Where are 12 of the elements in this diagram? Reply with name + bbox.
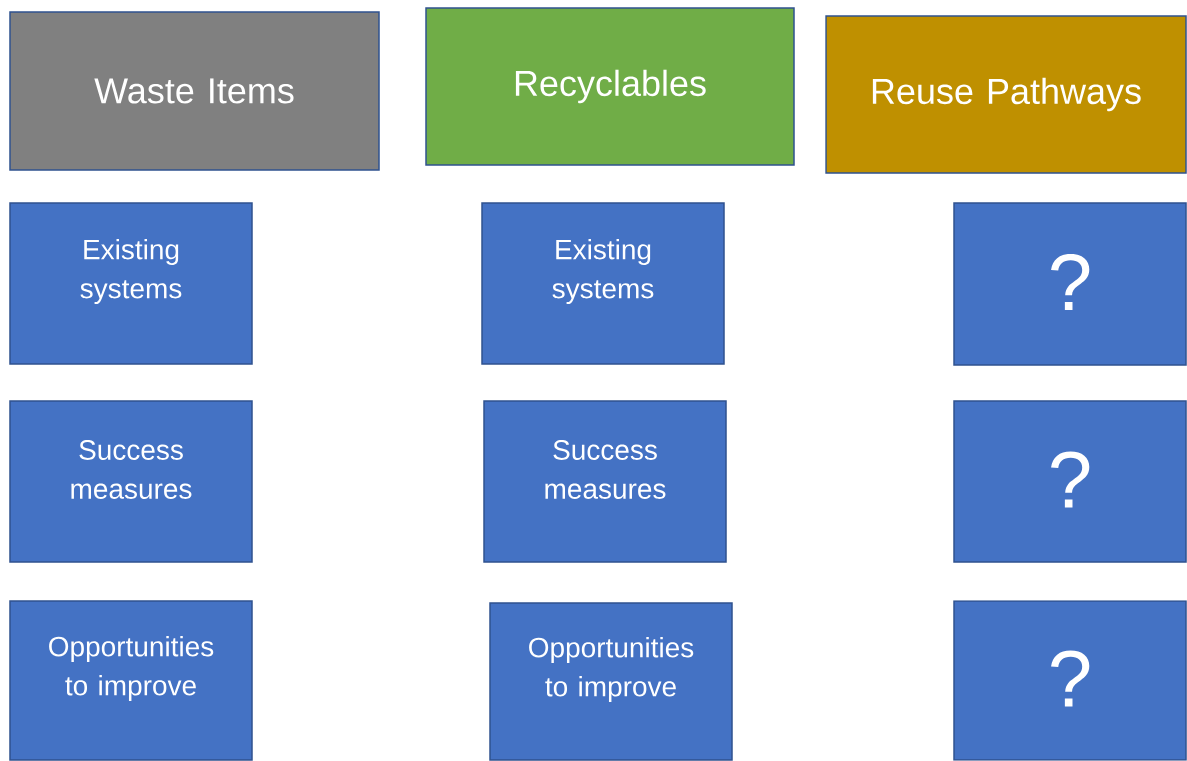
category-box: Existing systems (481, 202, 725, 365)
category-box: Existing systems (9, 202, 253, 365)
question-box: ? (953, 202, 1187, 366)
category-box: Success measures (9, 400, 253, 563)
header-box: Waste Items (9, 11, 380, 171)
header-box: Reuse Pathways (825, 15, 1187, 174)
header-box: Recyclables (425, 7, 795, 166)
category-box: Success measures (483, 400, 727, 563)
question-box: ? (953, 400, 1187, 563)
category-box: Opportunities to improve (9, 600, 253, 761)
question-box: ? (953, 600, 1187, 761)
category-box: Opportunities to improve (489, 602, 733, 761)
